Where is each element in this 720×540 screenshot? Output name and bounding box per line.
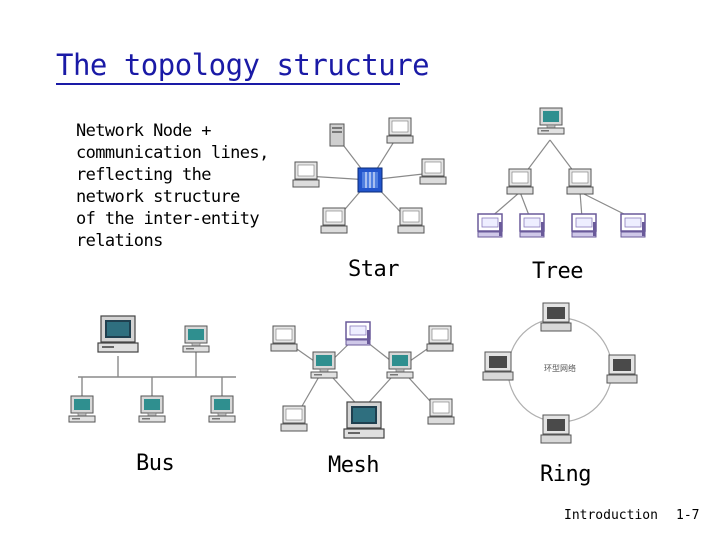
description-line: Network Node + <box>76 121 211 141</box>
computer-icon <box>138 395 166 423</box>
ring-topology: 环型网络 <box>482 302 638 444</box>
mesh-topology <box>270 321 455 439</box>
ring-center-label: 环型网络 <box>544 363 576 373</box>
terminal-icon <box>477 213 503 238</box>
terminal-icon <box>519 213 545 238</box>
label-bus: Bus <box>136 451 175 476</box>
computer-icon <box>270 325 298 352</box>
computer-icon <box>292 161 320 188</box>
computer-icon <box>566 168 594 195</box>
computer-icon <box>397 207 425 234</box>
computer-icon <box>182 325 210 353</box>
computer-icon <box>280 405 308 432</box>
computer-icon <box>540 302 572 332</box>
computer-icon <box>426 325 454 352</box>
computer-icon <box>482 351 514 381</box>
label-mesh: Mesh <box>328 453 379 478</box>
tree-topology <box>477 107 646 238</box>
title-underline <box>56 83 400 85</box>
server-icon <box>329 123 345 147</box>
footer-section: Introduction <box>564 508 658 523</box>
terminal-icon <box>345 321 371 346</box>
computer-icon <box>427 398 455 425</box>
computer-icon <box>208 395 236 423</box>
description-line: network structure <box>76 187 240 207</box>
computer-icon <box>320 207 348 234</box>
bus-topology <box>68 315 236 423</box>
description-line: relations <box>76 231 163 251</box>
description-line: communication lines, <box>76 143 269 163</box>
page-number: 1-7 <box>676 508 700 523</box>
bus-links <box>78 352 236 400</box>
computer-icon <box>310 351 338 379</box>
description-line: of the inter-entity <box>76 209 260 229</box>
computer-icon <box>97 315 139 353</box>
computer-icon <box>343 401 385 439</box>
hub-icon <box>357 167 383 193</box>
computer-icon <box>68 395 96 423</box>
computer-icon <box>386 351 414 379</box>
computer-icon <box>419 158 447 185</box>
computer-icon <box>386 117 414 144</box>
page-title: The topology structure <box>56 48 430 82</box>
computer-icon <box>537 107 565 135</box>
label-tree: Tree <box>532 259 583 284</box>
computer-icon <box>540 414 572 444</box>
label-star: Star <box>348 257 399 282</box>
label-ring: Ring <box>540 462 591 487</box>
description: Network Node + communication lines, refl… <box>76 120 281 252</box>
terminal-icon <box>571 213 597 238</box>
description-line: reflecting the <box>76 165 211 185</box>
terminal-icon <box>620 213 646 238</box>
computer-icon <box>506 168 534 195</box>
computer-icon <box>606 354 638 384</box>
star-topology <box>292 117 447 234</box>
